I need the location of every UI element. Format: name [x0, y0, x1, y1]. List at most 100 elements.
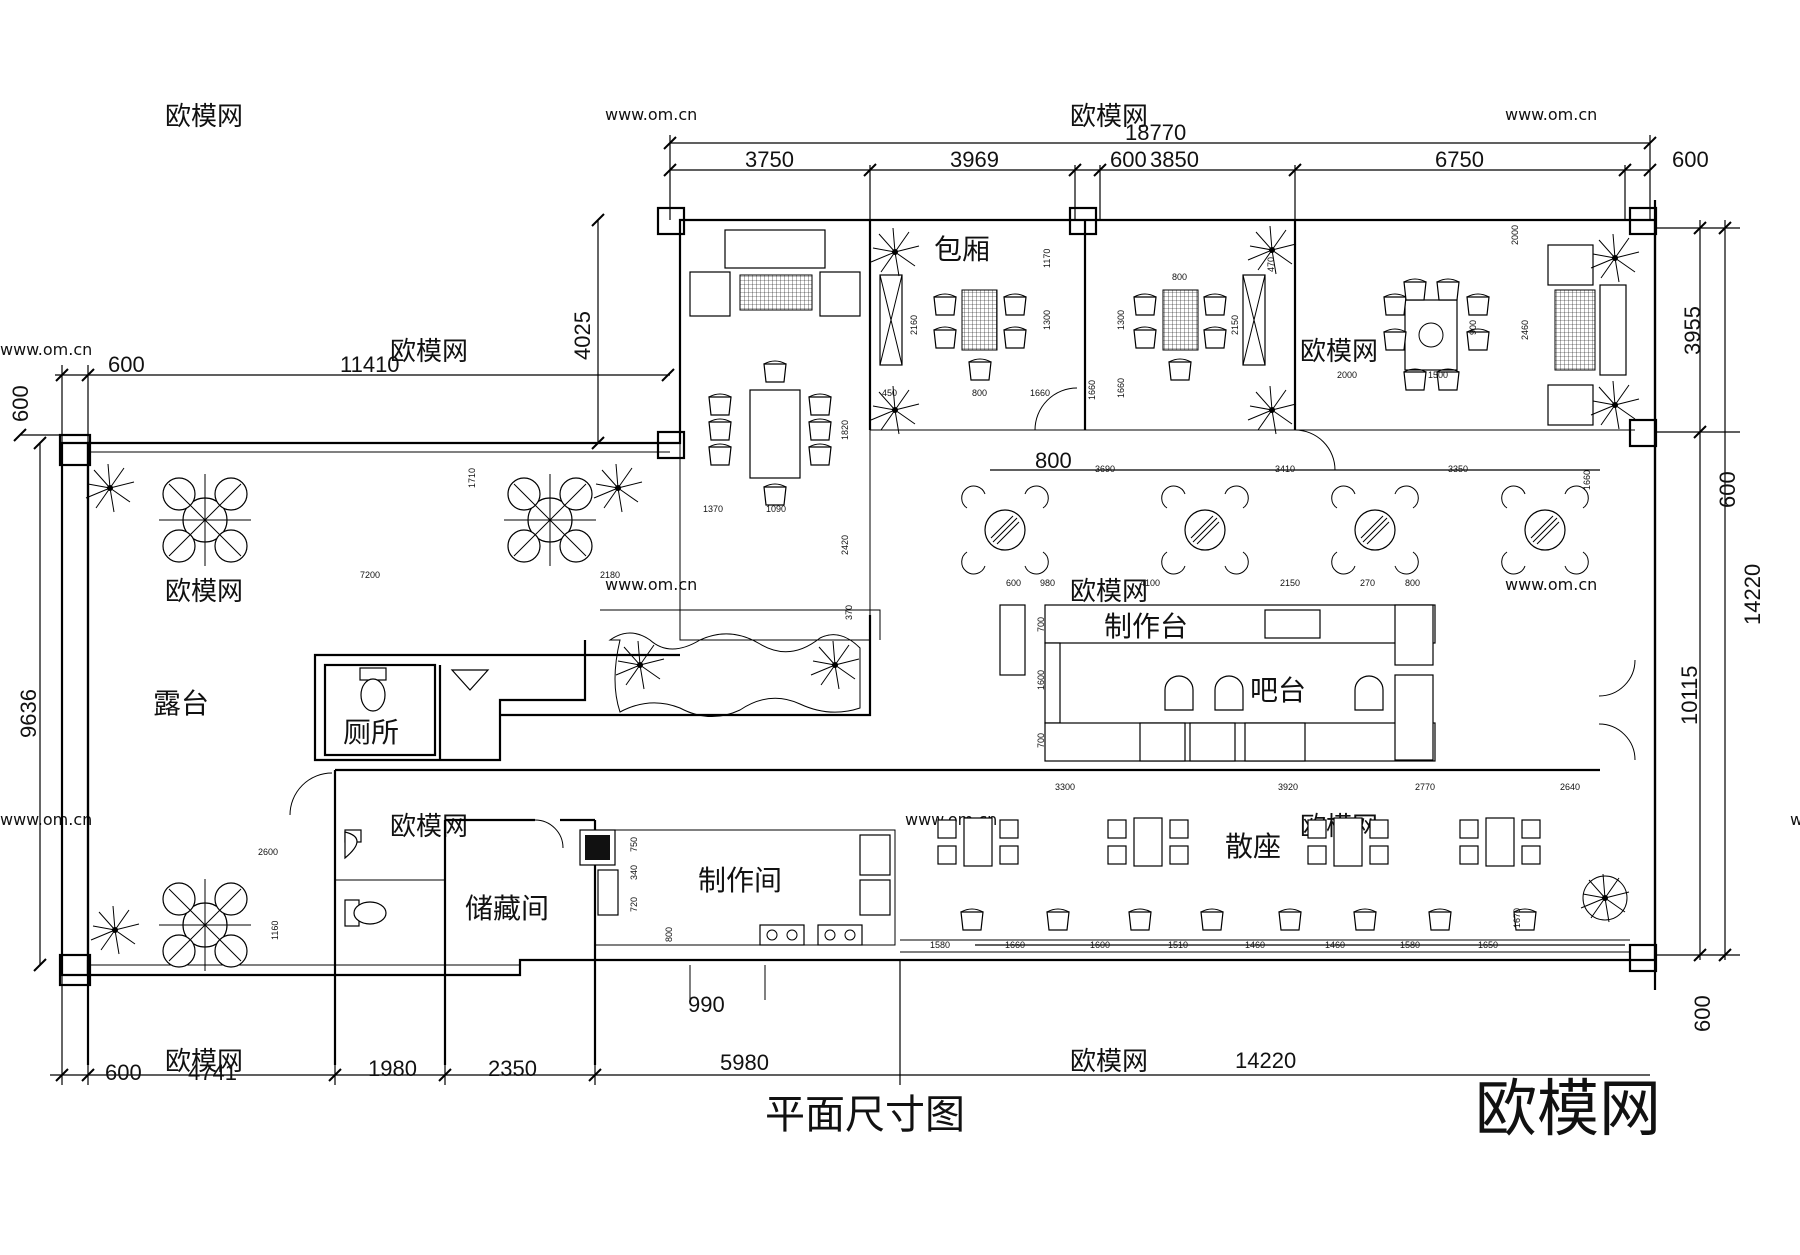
- small-dim: 1460: [1325, 940, 1345, 950]
- small-dim: 720: [629, 897, 639, 912]
- watermark-url: www.om.cn: [1505, 105, 1597, 124]
- dim-top-seg: 3969: [950, 147, 999, 172]
- small-dim: 2160: [909, 315, 919, 335]
- small-dim: 3300: [1055, 782, 1075, 792]
- watermark-text: 欧模网: [165, 577, 243, 607]
- dim-top-seg: 600: [1672, 147, 1709, 172]
- small-dim: 1090: [766, 504, 786, 514]
- small-dim: 4100: [1140, 578, 1160, 588]
- small-dim: 2420: [840, 535, 850, 555]
- small-dim: 800: [664, 927, 674, 942]
- small-dim: 1710: [467, 468, 477, 488]
- room-label-counter: 制作台: [1104, 610, 1188, 643]
- small-dim: 270: [1360, 578, 1375, 588]
- watermark-url: www.om.cn: [0, 340, 92, 359]
- room-label-terrace: 露台: [153, 687, 209, 720]
- dim-bottom-seg: 1980: [368, 1056, 417, 1081]
- small-dim: 1670: [1512, 908, 1522, 928]
- small-dim: 2150: [1280, 578, 1300, 588]
- dimension-labels: 18770 3750 3969 600 3850 6750 600 600 11…: [8, 120, 1765, 1085]
- dim-left-wall: 600: [8, 385, 33, 422]
- dim-terrace-width: 11410: [340, 352, 400, 377]
- watermark-url: www.om.cn: [1505, 575, 1597, 594]
- watermark-text: 欧模网: [1300, 337, 1378, 367]
- small-dim: 1300: [1116, 310, 1126, 330]
- dim-right-wall-upper: 600: [1715, 471, 1740, 508]
- small-dim: 2180: [600, 570, 620, 580]
- small-dim: 1660: [1030, 388, 1050, 398]
- small-dim: 450: [882, 388, 897, 398]
- room-label-toilet: 厕所: [343, 716, 399, 749]
- small-dim: 1580: [1400, 940, 1420, 950]
- small-dimension-labels: 1710 7200 2180 2600 1160 1370 1090 1820 …: [258, 225, 1592, 950]
- small-dim: 2000: [1337, 370, 1357, 380]
- small-dim: 800: [1172, 272, 1187, 282]
- dim-top-seg: 3850: [1150, 147, 1199, 172]
- dim-door-800: 800: [1035, 448, 1072, 473]
- small-dim: 3920: [1278, 782, 1298, 792]
- small-dim: 370: [844, 605, 854, 620]
- dim-top-total: 18770: [1125, 120, 1186, 145]
- room-label-kitchen: 制作间: [698, 864, 782, 897]
- small-dim: 2600: [258, 847, 278, 857]
- small-dim: 470: [1266, 257, 1276, 272]
- room-label-storage: 储藏间: [465, 892, 549, 925]
- small-dim: 1660: [1005, 940, 1025, 950]
- small-dim: 1820: [840, 420, 850, 440]
- dim-right-upper: 3955: [1680, 306, 1705, 355]
- small-dim: 1660: [1116, 378, 1126, 398]
- dim-step-height: 4025: [570, 311, 595, 360]
- small-dim: 2460: [1520, 320, 1530, 340]
- dim-top-seg: 6750: [1435, 147, 1484, 172]
- dim-right-wall-lower: 600: [1690, 995, 1715, 1032]
- small-dim: 2640: [1560, 782, 1580, 792]
- dim-bottom-seg: 5980: [720, 1050, 769, 1075]
- small-dim: 1660: [1087, 380, 1097, 400]
- drawing-title: 平面尺寸图: [765, 1092, 965, 1138]
- small-dim: 1300: [1042, 310, 1052, 330]
- small-dim: 980: [1040, 578, 1055, 588]
- dimension-lines: [13, 135, 1740, 1085]
- dim-door-990: 990: [688, 992, 725, 1017]
- small-dim: 2000: [1510, 225, 1520, 245]
- room-label-private-room: 包厢: [934, 233, 990, 266]
- dim-left-height: 9636: [16, 689, 41, 738]
- small-dim: 7200: [360, 570, 380, 580]
- watermark-text: 欧模网: [1070, 577, 1148, 607]
- small-dim: 800: [1405, 578, 1420, 588]
- small-dim: 1370: [703, 504, 723, 514]
- small-dim: 1650: [1478, 940, 1498, 950]
- dim-bottom-seg: 4741: [188, 1060, 237, 1085]
- small-dim: 800: [972, 388, 987, 398]
- small-dim: 340: [629, 865, 639, 880]
- watermark-text: 欧模网: [390, 812, 468, 842]
- watermark-url: www.om.cn: [0, 810, 92, 829]
- small-dim: 900: [1468, 320, 1478, 335]
- small-dim: 3410: [1275, 464, 1295, 474]
- furniture: [85, 225, 1640, 972]
- brand-logo: 欧模网: [1475, 1072, 1661, 1145]
- room-label-bar: 吧台: [1250, 674, 1306, 707]
- small-dim: 1580: [930, 940, 950, 950]
- small-dim: 700: [1036, 617, 1046, 632]
- small-dim: 1160: [270, 921, 280, 940]
- watermark-text: 欧模网: [165, 102, 243, 132]
- watermark-url: www.om.cn: [605, 575, 697, 594]
- dim-right-total: 14220: [1740, 564, 1765, 625]
- dim-top-seg: 600: [1110, 147, 1147, 172]
- small-dim: 1170: [1042, 249, 1052, 268]
- small-dim: 3690: [1095, 464, 1115, 474]
- small-dim: 750: [629, 837, 639, 852]
- dim-right-mid: 10115: [1677, 665, 1702, 725]
- watermark-text: 欧模网: [1070, 1047, 1148, 1077]
- small-dim: 1510: [1168, 940, 1188, 950]
- dim-bottom-seg: 600: [105, 1060, 142, 1085]
- small-dim: 1600: [1090, 940, 1110, 950]
- watermark-text: 欧模网: [1070, 102, 1148, 132]
- small-dim: 1660: [1582, 470, 1592, 490]
- room-labels: 露台 厕所 储藏间 制作间 包厢 制作台 吧台 散座: [153, 233, 1306, 925]
- small-dim: 1600: [1036, 670, 1046, 690]
- small-dim: 1460: [1245, 940, 1265, 950]
- small-dim: 700: [1036, 733, 1046, 748]
